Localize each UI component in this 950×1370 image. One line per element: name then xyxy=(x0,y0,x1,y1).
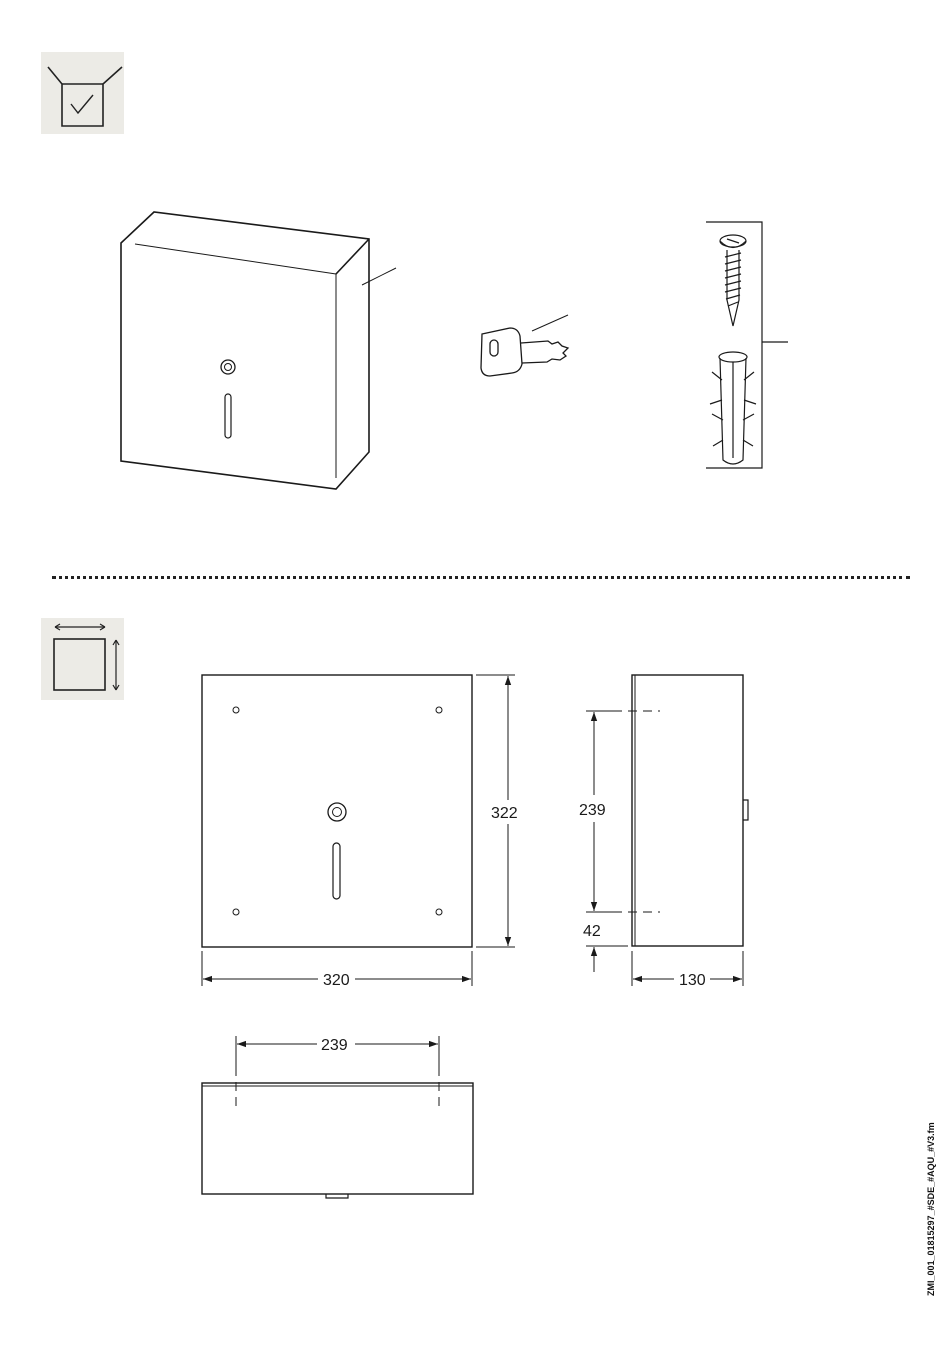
top-view xyxy=(202,1083,473,1198)
side-view xyxy=(632,675,748,946)
front-width-label: 320 xyxy=(323,972,350,989)
side-mount-spacing-label: 239 xyxy=(579,802,606,819)
top-mount-spacing-label: 239 xyxy=(321,1037,348,1054)
side-bottom-offset-label: 42 xyxy=(583,923,601,940)
front-view xyxy=(202,675,472,947)
front-height-label: 322 xyxy=(491,805,518,822)
side-depth-label: 130 xyxy=(679,972,706,989)
file-label: ZMI_001_01815297_#SDE_#AQU_#V3.fm xyxy=(926,1122,936,1296)
